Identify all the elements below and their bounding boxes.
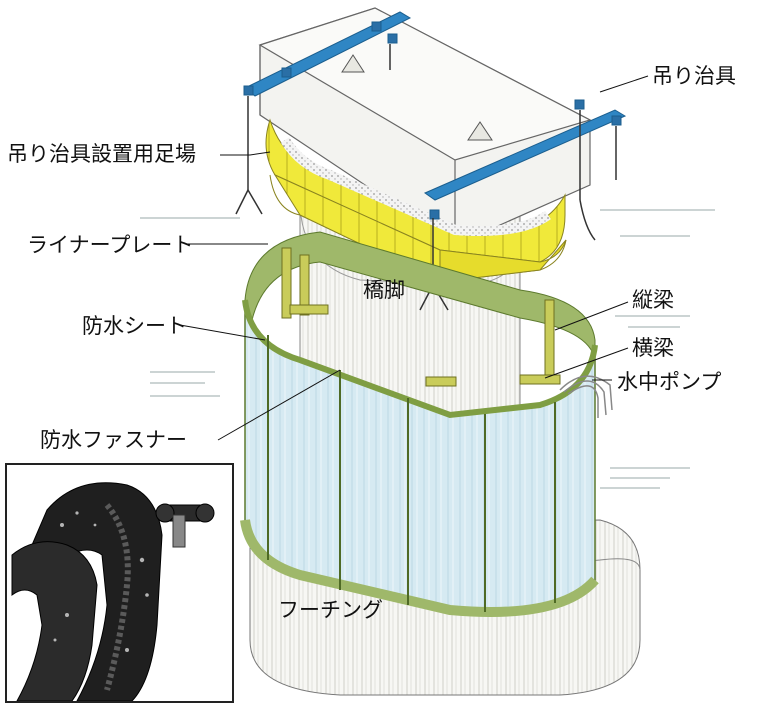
label-pier: 橋脚 (363, 278, 405, 302)
hanging-jig-icon (243, 11, 627, 220)
label-hanging-jig: 吊り治具 (652, 64, 736, 88)
pump-hose (559, 375, 613, 418)
label-cross-beam: 横梁 (632, 336, 674, 360)
waterproof-sheet-wall (240, 299, 599, 617)
label-submersible-pump: 水中ポンプ (617, 370, 722, 394)
zipper-photo-icon (7, 465, 232, 701)
label-footing: フーチング (278, 598, 383, 622)
label-longitudinal-beam: 縦梁 (632, 288, 674, 312)
label-liner-plate: ライナープレート (27, 233, 194, 257)
water-surface-lines (140, 209, 715, 489)
longitudinal-beams (281, 247, 561, 387)
zipper-photo-inset (5, 463, 234, 703)
label-waterproof-fastener: 防水ファスナー (40, 428, 187, 452)
label-waterproof-sheet: 防水シート (82, 314, 187, 338)
leader-lines (179, 75, 649, 441)
label-jig-scaffold: 吊り治具設置用足場 (7, 142, 196, 166)
